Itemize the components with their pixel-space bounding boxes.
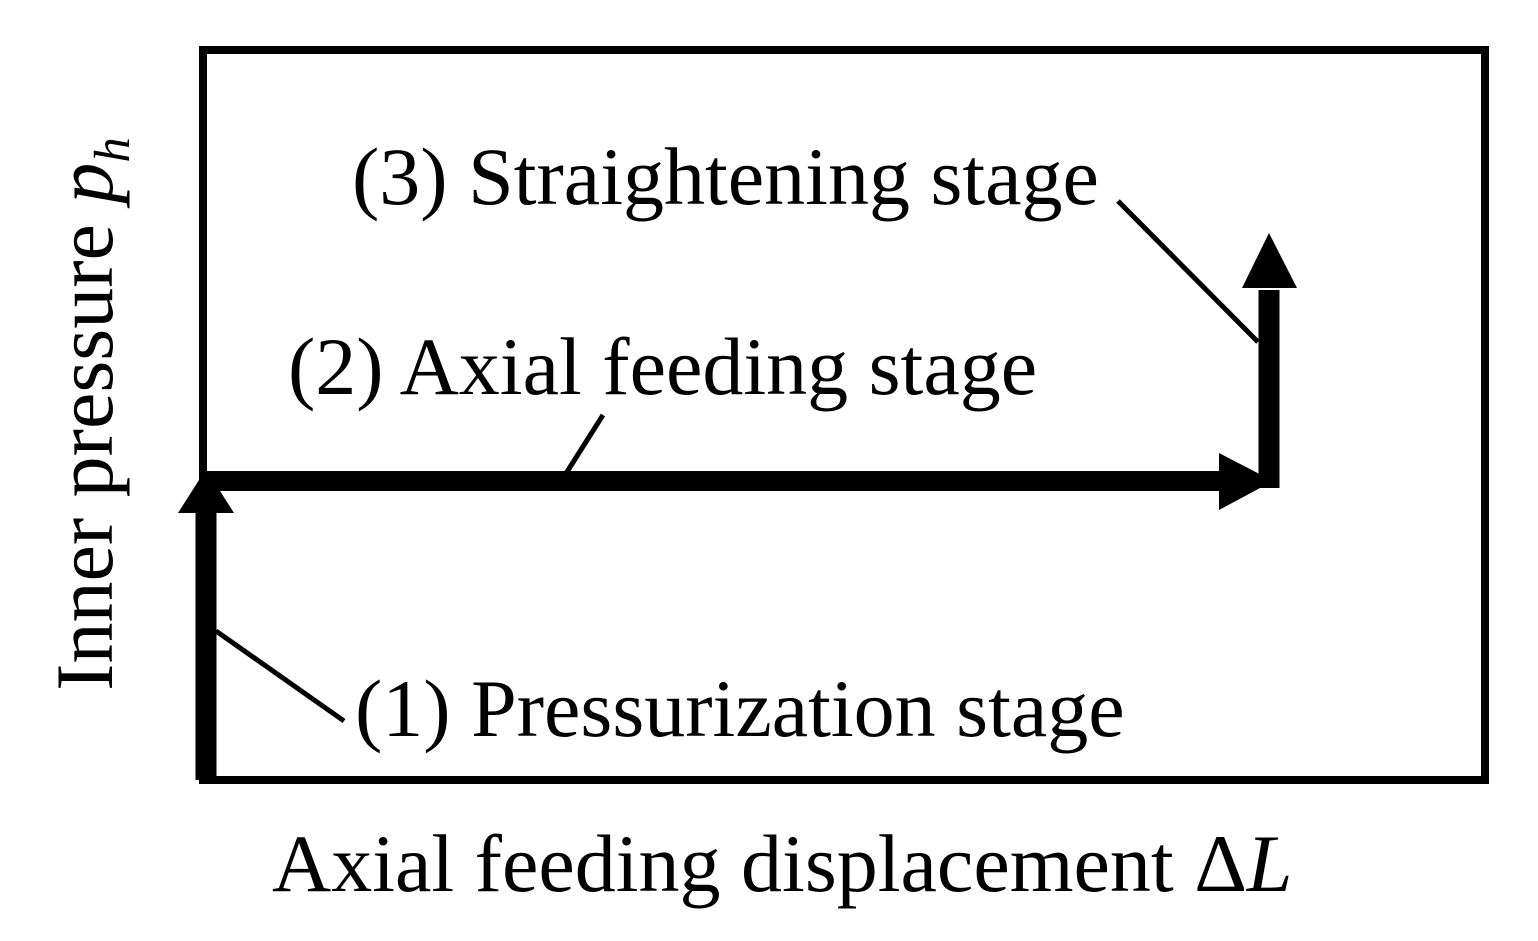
pressure-symbol: p bbox=[39, 162, 131, 204]
stage1-label: (1) Pressurization stage bbox=[355, 663, 1125, 754]
stage3-label: (3) Straightening stage bbox=[352, 131, 1099, 222]
stage3-leader-line bbox=[1116, 199, 1260, 344]
displacement-variable: L bbox=[1246, 818, 1293, 909]
x-axis-label-text: Axial feeding displacement bbox=[272, 818, 1174, 909]
y-axis-label-text: Inner pressure bbox=[39, 224, 131, 691]
x-axis-label: Axial feeding displacement ΔL bbox=[272, 823, 1293, 905]
stage1-leader-line bbox=[214, 628, 346, 724]
stage2-label: (2) Axial feeding stage bbox=[288, 321, 1038, 412]
delta-symbol: Δ bbox=[1194, 818, 1247, 909]
y-axis-label: Inner pressure ph bbox=[0, 126, 170, 702]
stage3-up-arrow-icon bbox=[1242, 233, 1297, 488]
plot-area-border bbox=[199, 46, 1489, 784]
stage2-leader-line bbox=[562, 413, 606, 477]
stage1-up-arrow-icon bbox=[178, 469, 234, 780]
pressure-subscript: h bbox=[84, 137, 141, 163]
stage2-right-arrow-icon bbox=[206, 453, 1273, 510]
